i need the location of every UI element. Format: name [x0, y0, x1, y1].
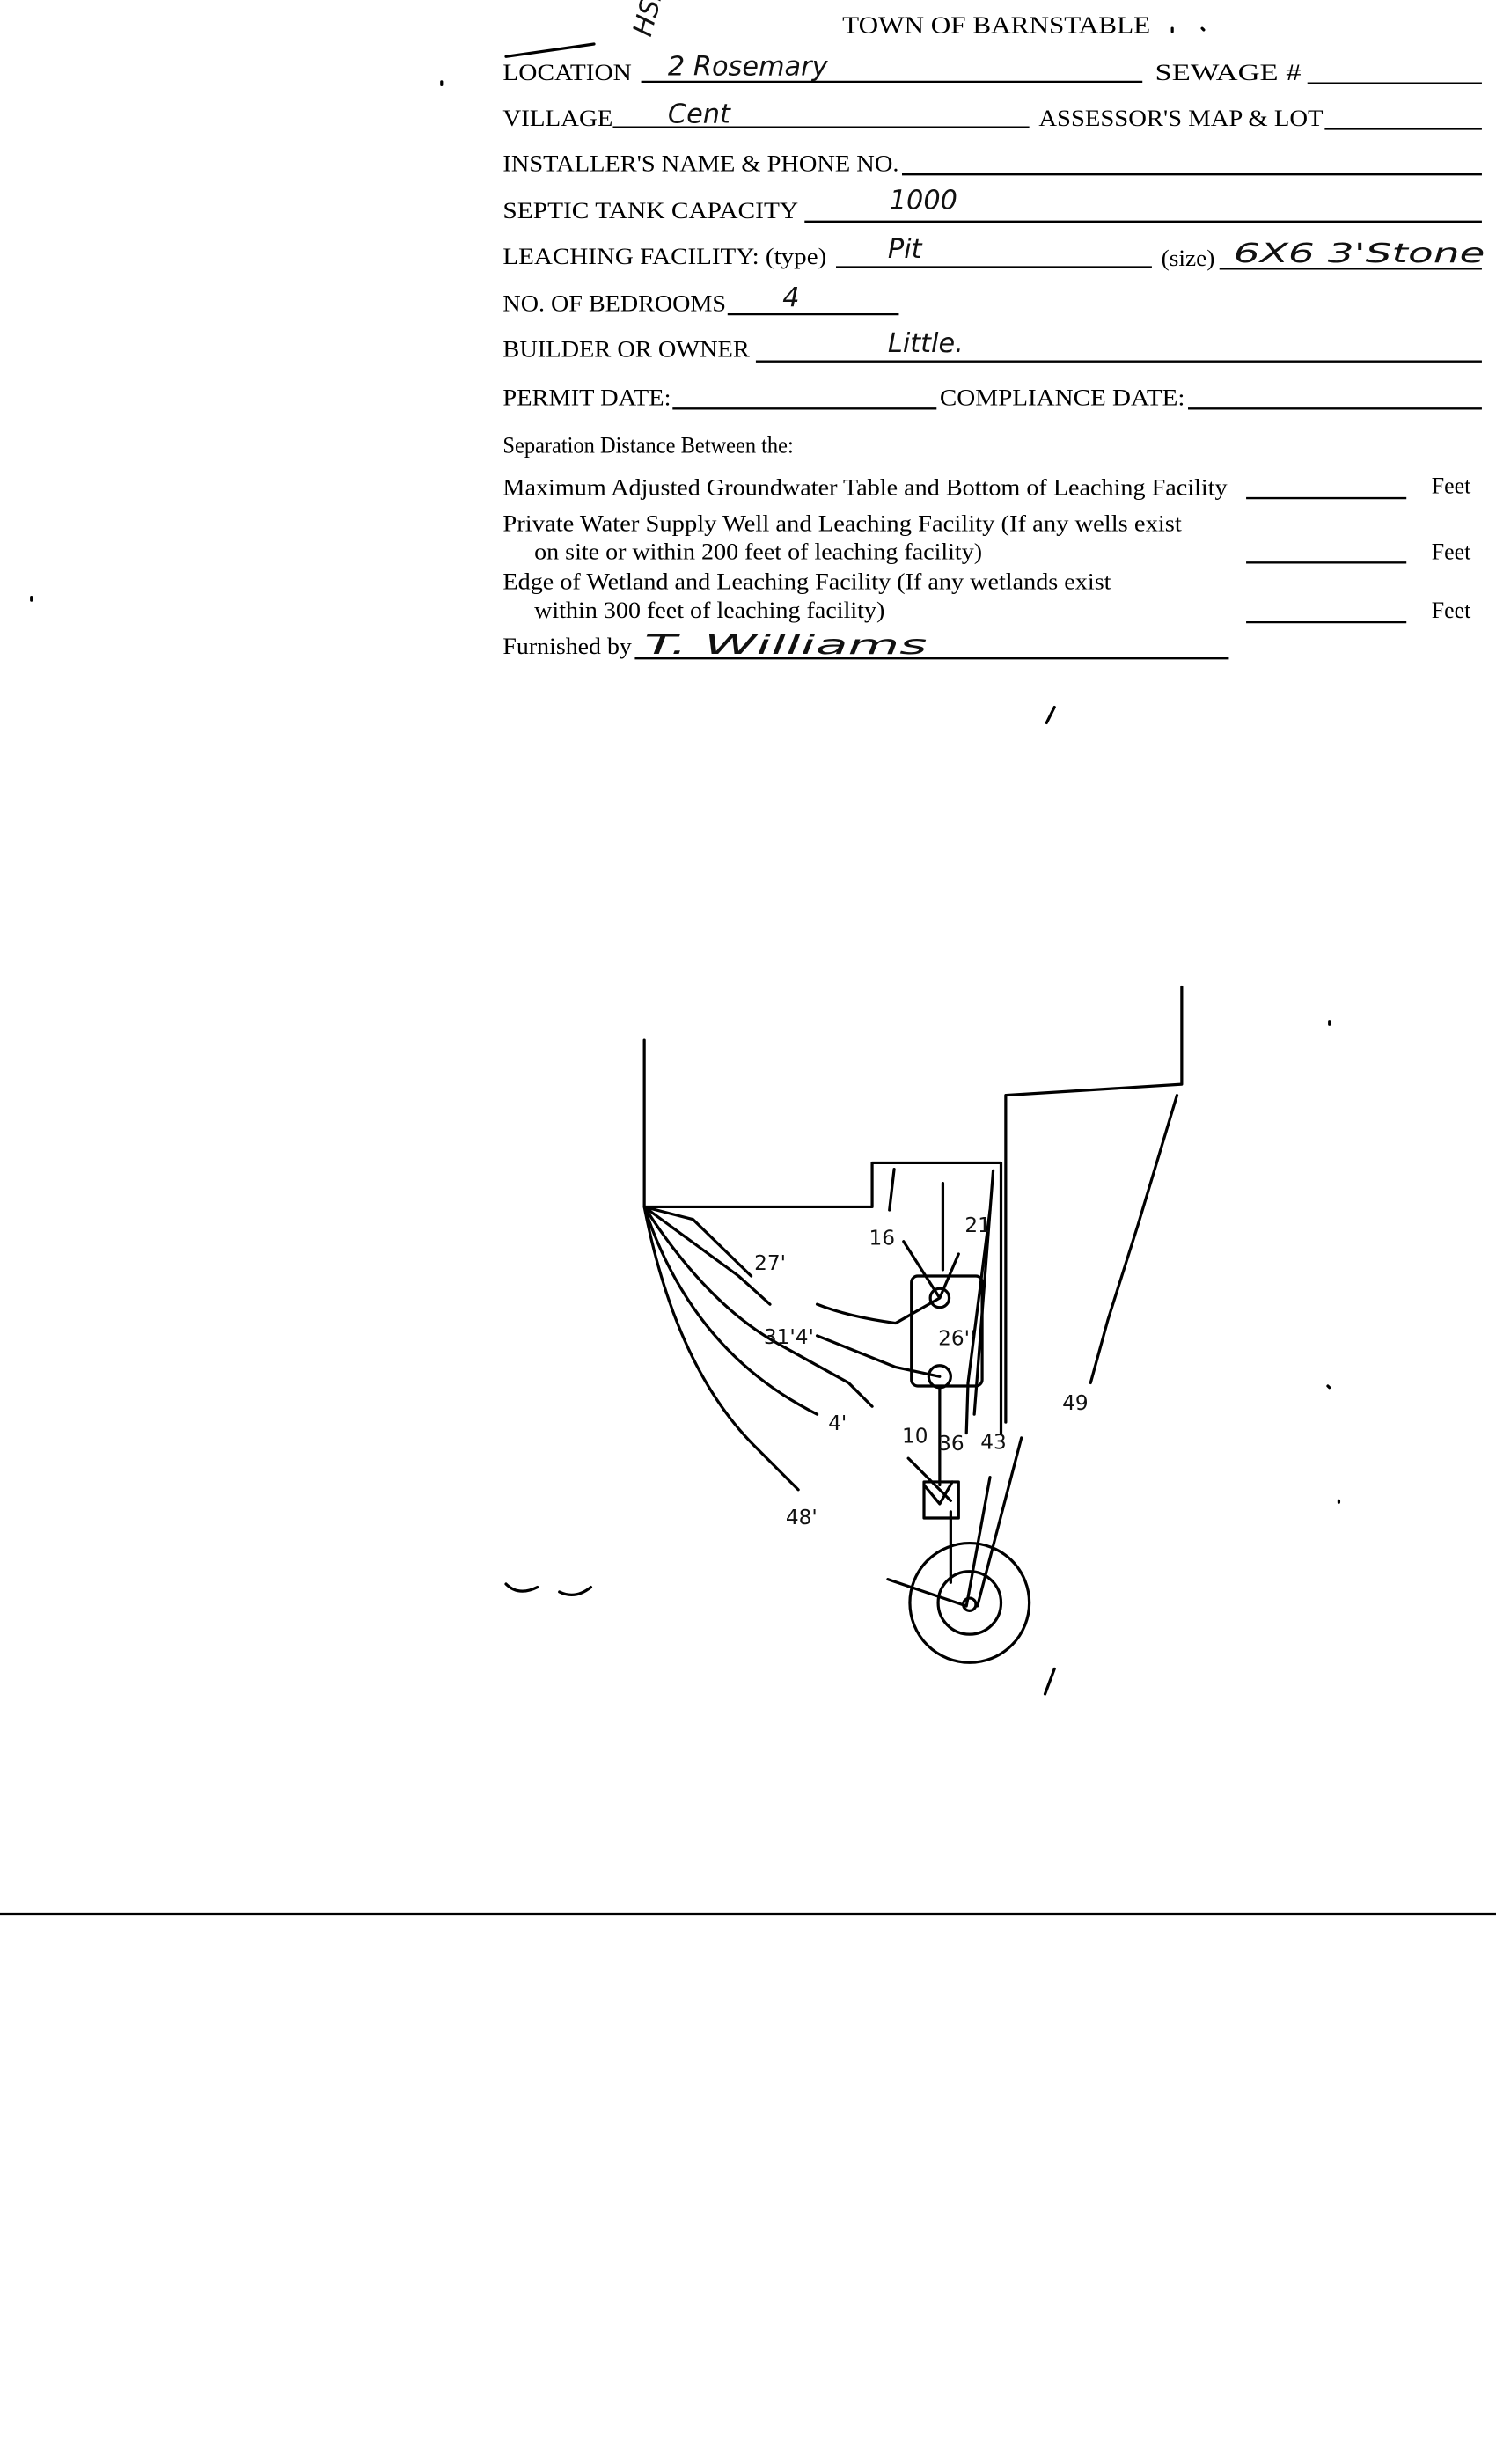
dim-label: 48' [786, 1506, 818, 1529]
size-value: 6X6 3'Stone [1234, 238, 1485, 269]
permit-date-label: PERMIT DATE: [502, 385, 671, 411]
smudge-mark [504, 1582, 593, 1596]
form-title: TOWN OF BARNSTABLE [842, 11, 1150, 39]
measure-lines [642, 1169, 1023, 1608]
lot-boundary [1004, 985, 1184, 1424]
village-label: VILLAGE [502, 106, 612, 131]
distribution-box [922, 1480, 960, 1520]
compliance-date-label: COMPLIANCE DATE: [940, 385, 1185, 411]
site-plan-sketch [642, 985, 1184, 1664]
dim-label: 10 [902, 1424, 928, 1448]
leaching-label: LEACHING FACILITY: (type) [502, 244, 826, 269]
dim-label: 26'' [938, 1327, 975, 1351]
separation-heading: Separation Distance Between the: [502, 432, 793, 458]
builder-label: BUILDER OR OWNER [502, 336, 750, 362]
house-annotation: HSE #2 [627, 0, 684, 40]
wetland-label-line1: Edge of Wetland and Leaching Facility (I… [502, 569, 1111, 595]
assessor-label: ASSESSOR'S MAP & LOT [1038, 106, 1323, 131]
location-label: LOCATION [502, 60, 632, 85]
location-value: 2 Rosemary [668, 52, 829, 83]
well-label-line2: on site or within 200 feet of leaching f… [534, 539, 982, 565]
leaching-pit-outer [908, 1541, 1031, 1664]
village-value: Cent [668, 99, 731, 129]
dim-label: 43 [980, 1430, 1007, 1454]
size-label: (size) [1162, 246, 1215, 271]
installer-label: INSTALLER'S NAME & PHONE NO. [502, 151, 898, 177]
wetland-label-line2: within 300 feet of leaching facility) [534, 598, 884, 623]
wetland-unit: Feet [1432, 598, 1471, 623]
dim-label: 27' [754, 1251, 786, 1275]
dim-label: 21 [964, 1214, 991, 1237]
tank-inlet [928, 1287, 951, 1309]
well-unit: Feet [1432, 539, 1471, 565]
dim-label: 36 [938, 1432, 964, 1456]
dim-label: 49 [1062, 1391, 1089, 1415]
pen-stroke [504, 42, 596, 58]
dim-label: 4' [828, 1412, 847, 1435]
well-label-line1: Private Water Supply Well and Leaching F… [502, 511, 1182, 537]
bedrooms-value: 4 [782, 282, 799, 313]
leaching-value: Pit [888, 234, 923, 265]
furnished-label: Furnished by [502, 634, 631, 659]
groundwater-label: Maximum Adjusted Groundwater Table and B… [502, 475, 1227, 501]
septic-value: 1000 [890, 186, 957, 216]
furnished-value: T. Williams [644, 630, 928, 661]
dim-label: 16 [869, 1226, 896, 1250]
groundwater-unit: Feet [1432, 473, 1471, 499]
dim-label: 31'4' [764, 1325, 814, 1349]
septic-label: SEPTIC TANK CAPACITY [502, 198, 798, 224]
house-outline [642, 1038, 1003, 1435]
bedrooms-label: NO. OF BEDROOMS [502, 291, 726, 317]
sewage-label: SEWAGE # [1155, 60, 1302, 85]
leaching-pit-inner [936, 1570, 1003, 1636]
builder-value: Little. [888, 328, 964, 359]
